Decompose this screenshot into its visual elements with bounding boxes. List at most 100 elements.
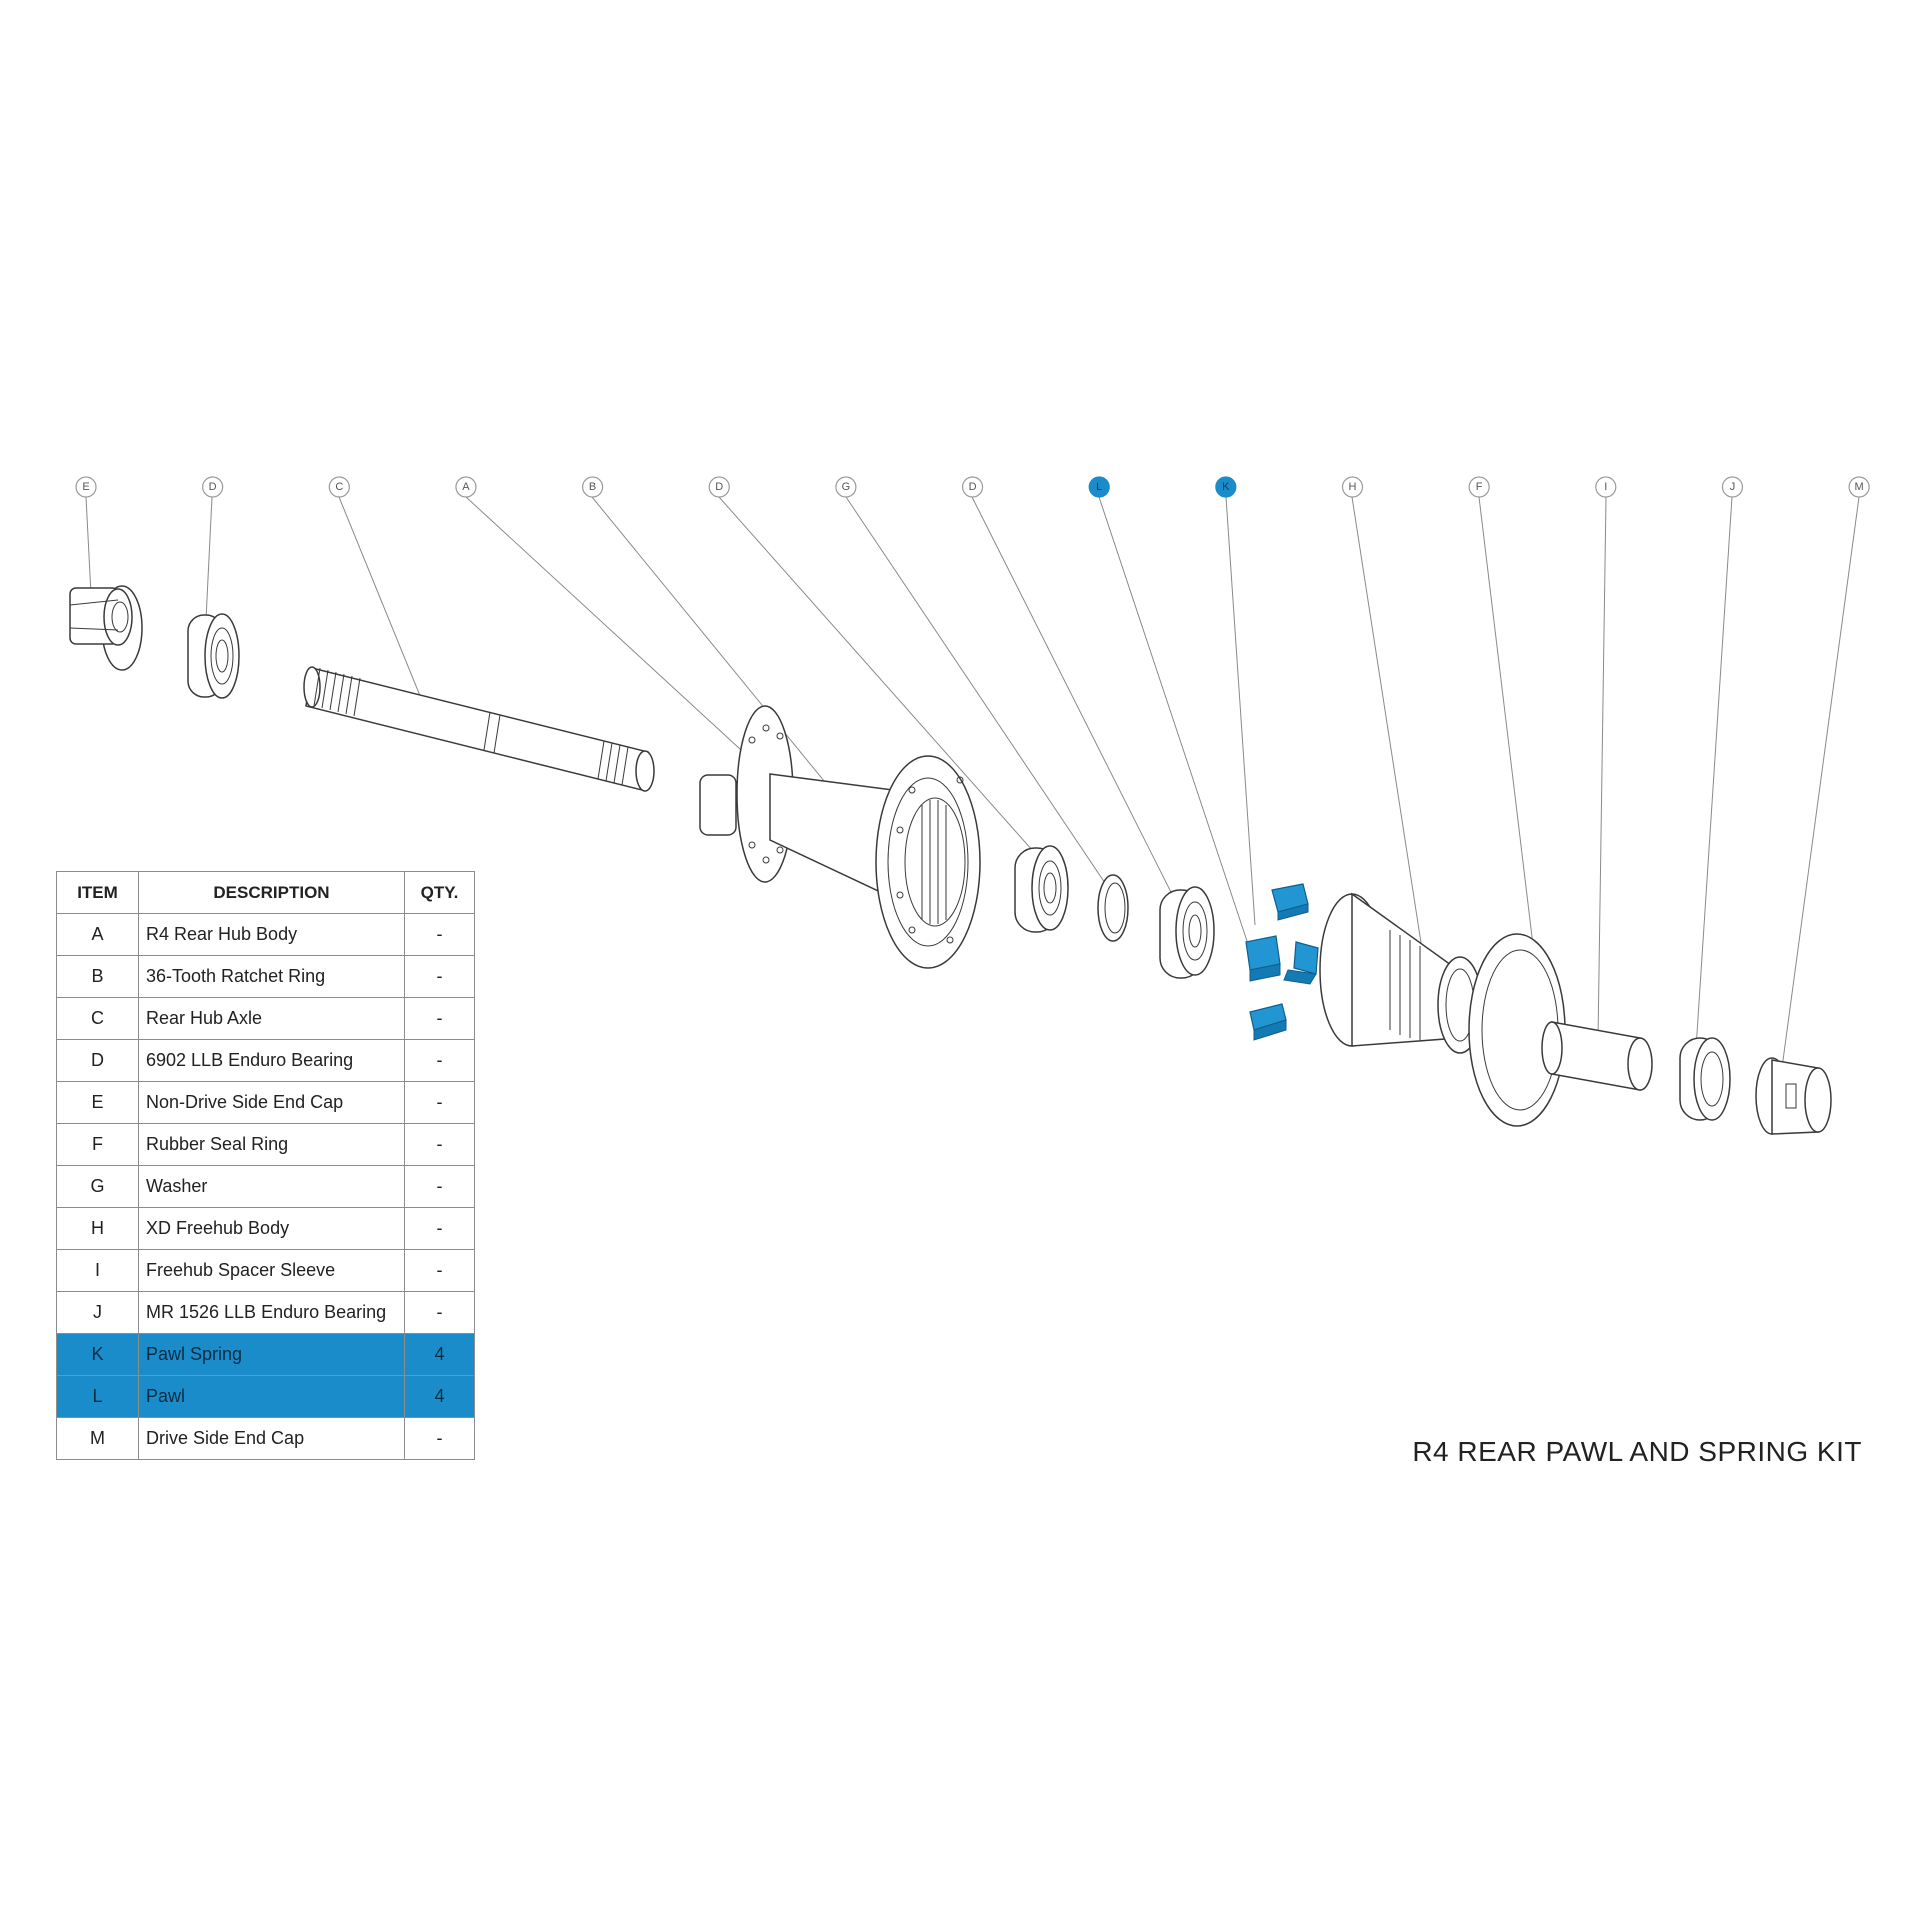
cell-description: Rear Hub Axle: [138, 997, 405, 1040]
cell-qty: 4: [404, 1375, 475, 1418]
cell-qty: -: [404, 913, 475, 956]
header-qty: QTY.: [404, 871, 475, 914]
cell-item: E: [56, 1081, 139, 1124]
cell-item: D: [56, 1039, 139, 1082]
cell-item: F: [56, 1123, 139, 1166]
callout-d-5: D: [708, 476, 730, 498]
cell-description: Pawl: [138, 1375, 405, 1418]
cell-description: 36-Tooth Ratchet Ring: [138, 955, 405, 998]
callout-g-6: G: [835, 476, 857, 498]
cell-description: Non-Drive Side End Cap: [138, 1081, 405, 1124]
callout-d-1: D: [202, 476, 224, 498]
cell-item: G: [56, 1165, 139, 1208]
callout-circle: [708, 476, 730, 498]
callout-e-0: E: [75, 476, 97, 498]
leader-lines: [85, 496, 1860, 1091]
cell-item: L: [56, 1375, 139, 1418]
callout-label: A: [462, 481, 470, 493]
callout-l-8: L: [1088, 476, 1110, 498]
part-h-freehub-body: [1319, 892, 1483, 1054]
callout-circle: [581, 476, 604, 498]
part-d-bearing-middle: [1014, 845, 1069, 933]
part-a-hub-body: [699, 705, 981, 969]
part-e-end-cap: [69, 585, 143, 671]
cell-item: A: [56, 913, 139, 956]
cell-item: K: [56, 1333, 139, 1376]
kit-title: R4 REAR PAWL AND SPRING KIT: [1412, 1436, 1862, 1467]
callout-f-11: F: [1468, 476, 1490, 498]
cell-qty: -: [404, 1039, 475, 1082]
callout-label: I: [1604, 481, 1607, 493]
callout-b-4: B: [581, 476, 604, 498]
cell-item: M: [56, 1417, 139, 1460]
callout-label: D: [969, 481, 977, 493]
cell-qty: -: [404, 1165, 475, 1208]
cell-qty: -: [404, 1081, 475, 1124]
cell-description: XD Freehub Body: [138, 1207, 405, 1250]
callout-label: K: [1222, 481, 1230, 493]
callout-circle: [202, 476, 224, 498]
part-d-bearing-right: [1159, 886, 1215, 979]
cell-description: Rubber Seal Ring: [138, 1123, 405, 1166]
part-d-bearing-left: [187, 613, 240, 699]
callout-label: L: [1096, 481, 1102, 493]
cell-qty: -: [404, 997, 475, 1040]
callout-k-9: K: [1215, 476, 1237, 498]
cell-qty: -: [404, 1291, 475, 1334]
cell-qty: -: [404, 955, 475, 998]
part-g-washer: [1097, 874, 1129, 942]
callout-circle: [835, 476, 857, 498]
cell-qty: -: [404, 1123, 475, 1166]
callout-label: M: [1855, 481, 1864, 493]
callout-label: D: [715, 481, 723, 493]
cell-item: J: [56, 1291, 139, 1334]
callout-label: D: [209, 481, 217, 493]
cell-qty: -: [404, 1417, 475, 1460]
callout-d-7: D: [961, 476, 984, 498]
callout-label: G: [842, 481, 851, 493]
cell-item: H: [56, 1207, 139, 1250]
callout-circle: [1215, 476, 1237, 498]
callout-h-10: H: [1341, 476, 1364, 498]
cell-item: C: [56, 997, 139, 1040]
part-m-end-cap: [1755, 1057, 1832, 1135]
part-kl-pawls-springs: [1245, 883, 1319, 1041]
callout-a-3: A: [455, 476, 477, 498]
callout-label: E: [82, 481, 89, 493]
callout-circle: [328, 476, 350, 498]
cell-description: Pawl Spring: [138, 1333, 405, 1376]
callout-label: F: [1476, 481, 1483, 493]
callout-label: B: [589, 481, 596, 493]
cell-item: B: [56, 955, 139, 998]
callout-circle: [1848, 476, 1870, 498]
table-header-row: ITEM DESCRIPTION QTY.: [56, 871, 475, 914]
cell-description: Drive Side End Cap: [138, 1417, 405, 1460]
callout-circle: [1468, 476, 1490, 498]
cell-item: I: [56, 1249, 139, 1292]
part-c-axle: [303, 666, 655, 792]
callout-c-2: C: [328, 476, 350, 498]
cell-qty: -: [404, 1249, 475, 1292]
callout-circle: [455, 476, 477, 498]
callout-j-13: J: [1721, 476, 1744, 498]
callout-circle: [1088, 476, 1110, 498]
callout-label: J: [1730, 481, 1736, 493]
callout-circle: [961, 476, 984, 498]
cell-description: MR 1526 LLB Enduro Bearing: [138, 1291, 405, 1334]
header-description: DESCRIPTION: [138, 871, 405, 914]
cell-description: Washer: [138, 1165, 405, 1208]
callout-label: C: [335, 481, 343, 493]
callout-circle: [1721, 476, 1744, 498]
